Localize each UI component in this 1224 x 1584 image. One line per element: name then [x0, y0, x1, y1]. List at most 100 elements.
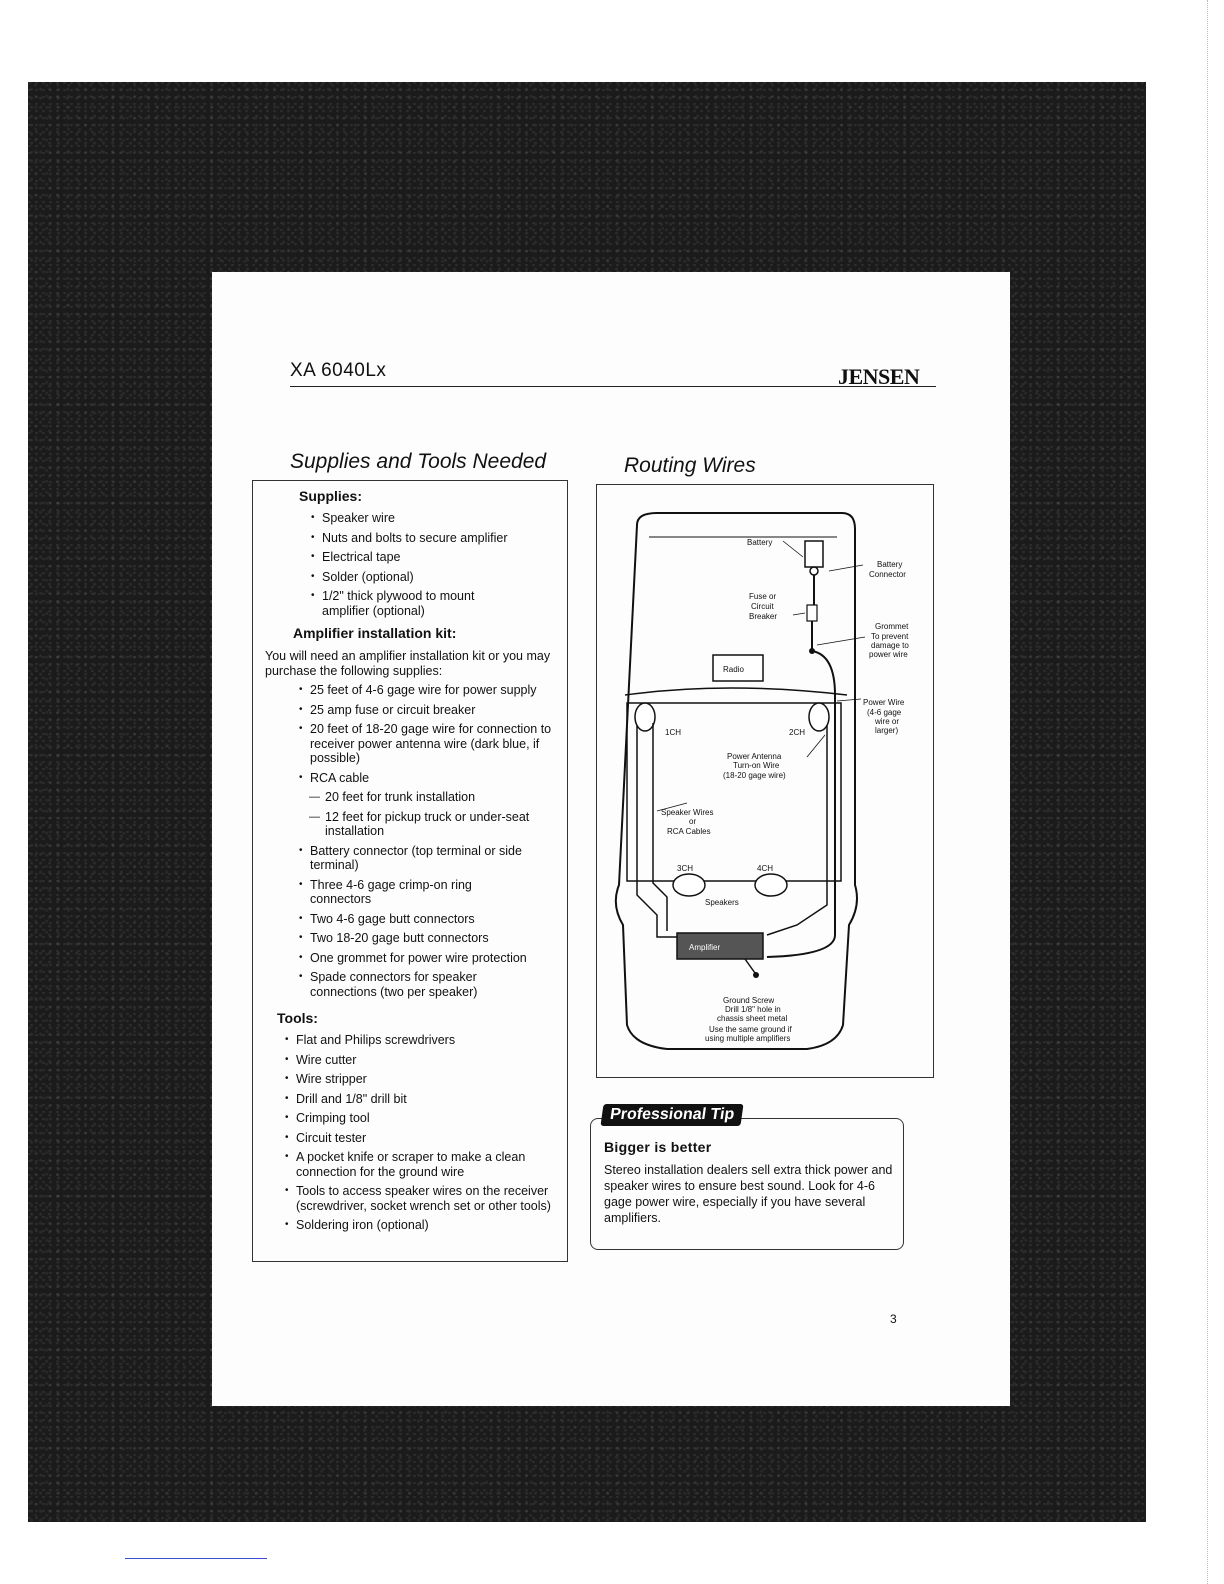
callout-lines	[656, 540, 866, 812]
label-power-wire: wire or	[874, 717, 899, 726]
list-item: Tools to access speaker wires on the rec…	[285, 1184, 561, 1213]
label-ground: Use the same ground if	[709, 1025, 792, 1034]
ground-wire	[744, 958, 756, 974]
label-ground: Ground Screw	[723, 996, 774, 1005]
list-item: Speaker wire	[311, 511, 561, 526]
battery-connector-shape	[809, 566, 819, 576]
label-3ch: 3CH	[677, 864, 693, 873]
tip-panel	[590, 1118, 904, 1250]
model-number: XA 6040Lx	[290, 360, 387, 381]
kit-intro: You will need an amplifier installation …	[265, 649, 551, 678]
list-item: Two 4-6 gage butt connectors	[299, 912, 563, 927]
list-item: Wire stripper	[285, 1072, 561, 1087]
tip-body: Stereo installation dealers sell extra t…	[604, 1163, 893, 1225]
battery-shape	[804, 540, 824, 568]
amplifier-shape	[676, 932, 764, 960]
label-2ch: 2CH	[789, 728, 805, 737]
label-ground: chassis sheet metal	[717, 1014, 787, 1023]
label-ground: using multiple amplifiers	[705, 1034, 790, 1043]
list-item: RCA cable	[299, 771, 563, 786]
list-item: A pocket knife or scraper to make a clea…	[285, 1150, 561, 1179]
page-number: 3	[890, 1312, 897, 1326]
underline-mark	[125, 1558, 267, 1559]
supplies-title: Supplies and Tools Needed	[290, 450, 547, 473]
routing-diagram: Battery Battery Connector Fuse or Circui…	[596, 484, 934, 1078]
list-item: Battery connector (top terminal or side …	[299, 844, 563, 873]
list-item: 12 feet for pickup truck or under-seat i…	[309, 810, 563, 839]
label-grommet: power wire	[869, 650, 908, 659]
list-item: One grommet for power wire protection	[299, 951, 563, 966]
dashboard-line	[624, 687, 848, 696]
list-item: Three 4-6 gage crimp-on ring connectors	[299, 878, 510, 907]
label-grommet: To prevent	[871, 632, 909, 641]
label-ground: Drill 1/8" hole in	[725, 1005, 781, 1014]
brand-logo: JENSEN	[838, 364, 920, 389]
car-outline	[614, 512, 858, 1050]
speaker-4ch	[754, 873, 788, 897]
label-antenna: Turn-on Wire	[733, 761, 780, 770]
tools-list: Flat and Philips screwdrivers Wire cutte…	[285, 1033, 561, 1238]
list-item: Flat and Philips screwdrivers	[285, 1033, 561, 1048]
list-item: 20 feet for trunk installation	[309, 790, 563, 805]
manual-page	[212, 272, 1010, 1406]
speaker-3ch	[672, 873, 706, 897]
list-item: Two 18-20 gage butt connectors	[299, 931, 563, 946]
list-item: Wire cutter	[285, 1053, 561, 1068]
label-power-wire: (4-6 gage	[867, 708, 902, 717]
radio-shape	[712, 654, 764, 682]
label-1ch: 1CH	[665, 728, 681, 737]
label-power-wire: Power Wire	[863, 698, 905, 707]
list-item: Drill and 1/8" drill bit	[285, 1092, 561, 1107]
supplies-list: Speaker wire Nuts and bolts to secure am…	[311, 511, 561, 623]
grommet-shape	[809, 648, 815, 654]
speaker-2ch	[808, 702, 830, 732]
label-battery: Battery	[747, 538, 772, 547]
speaker-1ch	[634, 702, 656, 732]
list-item: 20 feet of 18-20 gage wire for connectio…	[299, 722, 563, 766]
speaker-wire-right	[766, 725, 828, 936]
label-fuse: Fuse or	[749, 592, 776, 601]
label-power-wire: larger)	[875, 726, 898, 735]
routing-title: Routing Wires	[624, 454, 756, 477]
list-item: 25 amp fuse or circuit breaker	[299, 703, 563, 718]
label-4ch: 4CH	[757, 864, 773, 873]
list-item: Electrical tape	[311, 550, 561, 565]
label-speaker-wires: RCA Cables	[667, 827, 711, 836]
list-item: Circuit tester	[285, 1131, 561, 1146]
label-battery-connector: Battery	[877, 560, 902, 569]
scan-edge-line	[1207, 0, 1210, 1584]
list-item: Spade connectors for speaker connections…	[299, 970, 520, 999]
cabin-area	[626, 702, 842, 882]
power-wire	[766, 575, 836, 958]
kit-list: 25 feet of 4-6 gage wire for power suppl…	[299, 683, 563, 1004]
label-speakers: Speakers	[705, 898, 739, 907]
header-divider	[290, 386, 936, 387]
label-battery-connector: Connector	[869, 570, 906, 579]
tip-badge: Professional Tip	[600, 1104, 744, 1126]
list-item: Soldering iron (optional)	[285, 1218, 561, 1233]
label-grommet: Grommet	[875, 622, 909, 631]
supplies-panel: Supplies: Speaker wire Nuts and bolts to…	[252, 480, 568, 1262]
tools-heading: Tools:	[277, 1010, 318, 1026]
speaker-wire-left	[636, 723, 677, 938]
label-fuse: Circuit	[751, 602, 774, 611]
ground-screw-shape	[753, 972, 759, 978]
label-speaker-wires: Speaker Wires	[661, 808, 713, 817]
list-item: Nuts and bolts to secure amplifier	[311, 531, 561, 546]
list-item: Crimping tool	[285, 1111, 561, 1126]
label-amplifier: Amplifier	[689, 943, 720, 952]
label-grommet: damage to	[871, 641, 909, 650]
tip-title: Bigger is better	[604, 1139, 712, 1155]
label-fuse: Breaker	[749, 612, 777, 621]
label-antenna: Power Antenna	[727, 752, 782, 761]
car-wiring-illustration: Battery Battery Connector Fuse or Circui…	[614, 512, 909, 1050]
list-item: 1/2" thick plywood to mount amplifier (o…	[311, 589, 512, 618]
label-speaker-wires: or	[689, 817, 696, 826]
fuse-shape	[806, 604, 818, 622]
supplies-heading: Supplies:	[299, 488, 363, 504]
list-item: Solder (optional)	[311, 570, 561, 585]
label-antenna: (18-20 gage wire)	[723, 771, 786, 780]
kit-heading: Amplifier installation kit:	[293, 625, 457, 641]
list-item: 25 feet of 4-6 gage wire for power suppl…	[299, 683, 563, 698]
label-radio: Radio	[723, 665, 744, 674]
